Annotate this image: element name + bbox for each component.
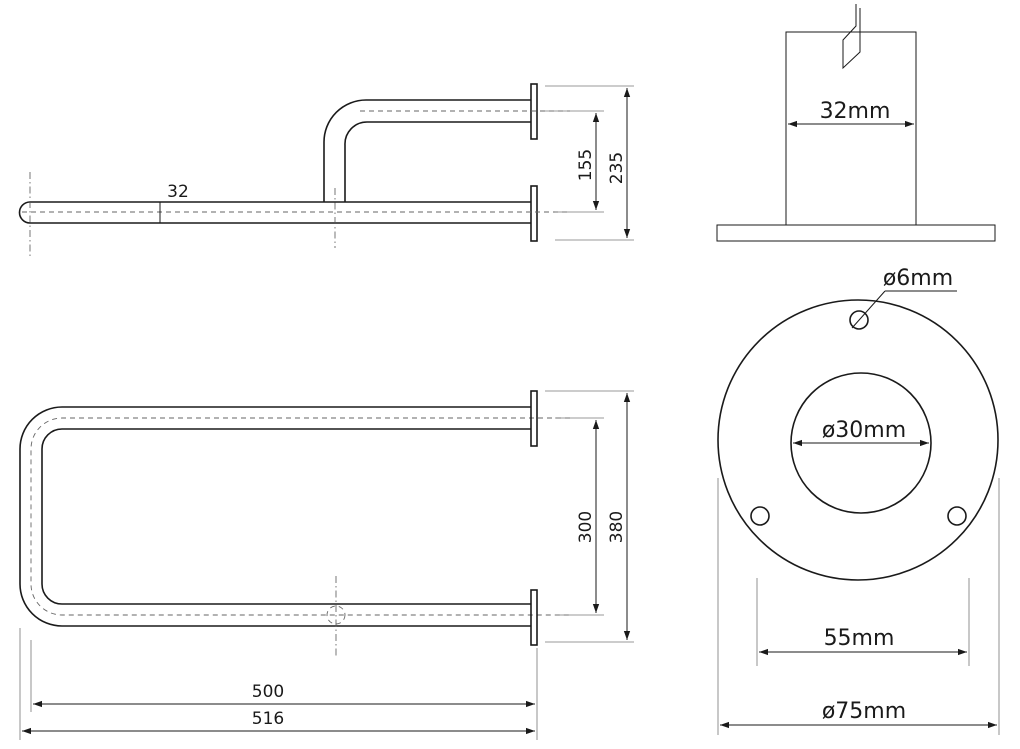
flange-view: ø6mm ø30mm 55mm ø75mm [717, 266, 1000, 735]
side-view-horizontal-tube [18, 201, 531, 224]
wall-plate [716, 224, 996, 242]
top-view-u-centerline [30, 417, 570, 616]
center-bore-label: ø30mm [822, 418, 906, 443]
offset-height-label: 155 [576, 149, 596, 181]
flange-center-bore [790, 372, 932, 514]
wall-section-view: 32mm [716, 4, 996, 242]
hole-spacing-label: 55mm [824, 626, 895, 651]
flange-screw-hole-right [947, 506, 967, 526]
top-view-u-tube-inner [41, 428, 531, 605]
screw-hole-leader [851, 290, 886, 329]
overall-height-label: 235 [607, 152, 627, 184]
side-view-upper-flange [530, 83, 538, 140]
section-width-label: 32mm [820, 99, 891, 124]
flange-screw-hole-top [849, 310, 869, 330]
overall-projection-label: 516 [252, 709, 284, 729]
flange-outer-circle [717, 299, 999, 581]
screw-hole-label: ø6mm [883, 266, 953, 291]
projection-label: 500 [252, 682, 284, 702]
side-view-lower-flange [530, 185, 538, 242]
tube-diameter-label: 32 [167, 182, 189, 202]
side-view-offset-tube [323, 99, 531, 202]
break-line [842, 4, 861, 70]
outer-diameter-label: ø75mm [822, 699, 906, 724]
top-view-u-tube-outer [19, 406, 531, 627]
top-view: 300 380 500 516 [19, 390, 634, 740]
overall-depth-label: 380 [607, 511, 627, 543]
side-view: 32 155 235 [18, 83, 634, 256]
leg-spacing-label: 300 [576, 511, 596, 543]
top-view-lower-flange [530, 589, 538, 646]
top-view-upper-flange [530, 390, 538, 447]
flange-screw-hole-left [750, 506, 770, 526]
